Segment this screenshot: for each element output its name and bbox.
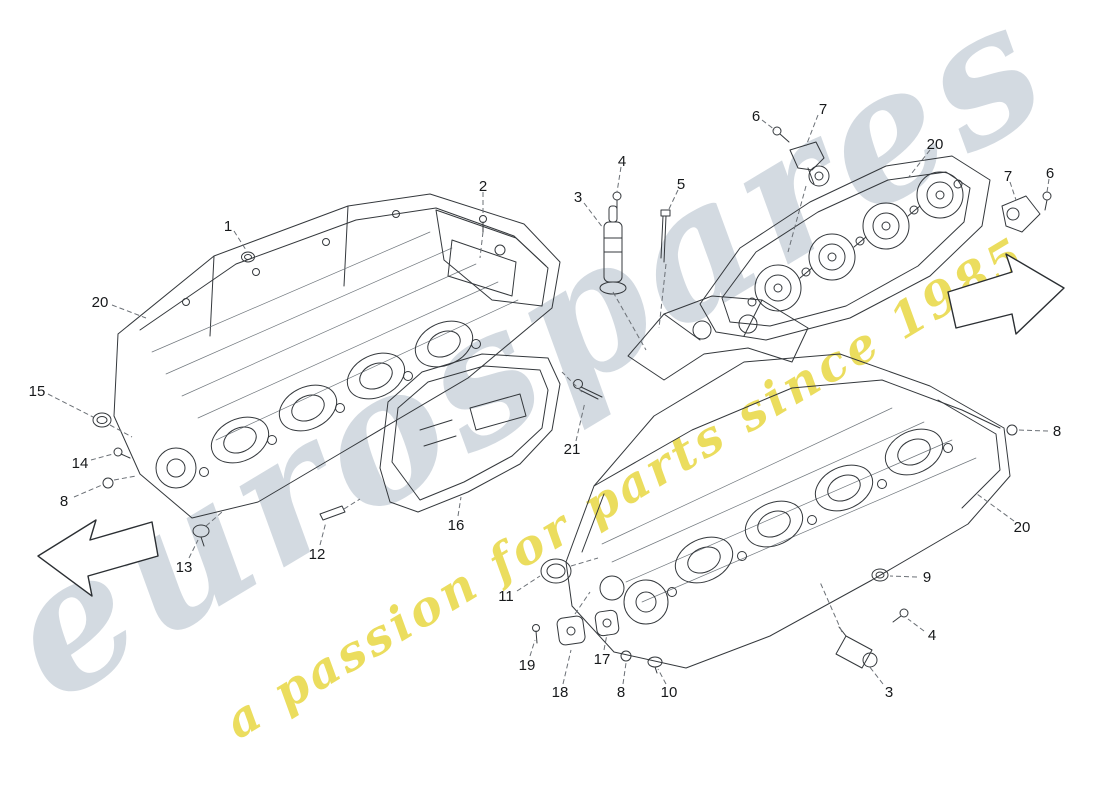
callout-8-27[interactable]: 8 [1053,423,1061,440]
part-plate-18 [556,615,586,646]
leader-line-7-8 [1009,181,1017,201]
baffle-plate-drawing [379,353,561,513]
callout-4-3[interactable]: 4 [618,153,626,170]
leader-line-20-10 [111,304,147,319]
part-bolt-6-right [1042,191,1052,211]
leader-line-20-7 [907,149,931,179]
callout-8-22[interactable]: 8 [617,684,625,701]
callout-20-7[interactable]: 20 [927,136,944,153]
leader-line-3-26 [868,665,884,685]
leader-line-8-27 [1017,429,1049,432]
callout-5-4[interactable]: 5 [677,176,685,193]
leader-line-7-6 [805,114,819,147]
part-oring-1 [241,251,255,263]
callout-14-12[interactable]: 14 [72,455,89,472]
part-sensor-3-left [599,205,627,295]
leader-line-5-4 [668,189,679,210]
leader-line-17-21 [603,633,608,651]
callout-6-5[interactable]: 6 [752,108,760,125]
part-plug-10 [647,656,663,674]
leader-line-16-16 [457,496,462,517]
callout-6-9[interactable]: 6 [1046,165,1054,182]
part-sensor-7-top [789,141,830,187]
leader-line-10-23 [657,668,667,685]
direction-arrow-left [37,519,159,597]
callout-20-10[interactable]: 20 [92,294,109,311]
leader-line-4-3 [616,166,622,193]
callout-12-15[interactable]: 12 [309,546,326,563]
camshaft-frame-drawing [699,155,991,341]
leader-line-8-13 [73,484,103,498]
leader-line-12-15 [319,521,327,546]
leader-line-6-9 [1046,178,1050,193]
leader-line-8-22 [622,662,627,685]
part-nut-8-mid [620,650,632,662]
callout-18-20[interactable]: 18 [552,684,569,701]
callout-4-25[interactable]: 4 [928,627,936,644]
part-nut-8-right [1006,424,1018,436]
part-bolt-4-right [892,608,909,623]
leader-line-14-12 [90,453,114,461]
part-bolt-6-top [772,126,790,143]
callout-16-16[interactable]: 16 [448,517,465,534]
callout-21-17[interactable]: 21 [564,441,581,458]
leader-line-15-11 [47,393,94,418]
leader-line-19-19 [529,639,536,657]
leader-line-4-25 [907,618,925,632]
part-gasket-17 [594,609,620,637]
small-parts [92,126,1052,674]
leader-line-3-2 [583,202,604,229]
leader-line-13-14 [188,539,199,559]
cylinder-head-left-drawing [113,193,561,519]
leader-line-6-5 [761,119,776,131]
part-bolt-2 [479,215,487,233]
cylinder-head-right-drawing [565,353,1011,669]
callout-10-23[interactable]: 10 [661,684,678,701]
part-bolt-5 [660,209,671,263]
part-sensor-7-right [1001,195,1041,233]
leader-line-18-20 [562,649,572,685]
callout-15-11[interactable]: 15 [29,383,46,400]
part-cap-11 [540,558,572,584]
callout-17-21[interactable]: 17 [594,651,611,668]
callout-11-18[interactable]: 11 [498,588,514,605]
part-bolt-19 [532,624,540,644]
part-plug-9 [871,568,889,582]
part-plug-13 [192,524,210,547]
part-bolt-14 [113,447,131,459]
callout-9-24[interactable]: 9 [923,569,931,586]
leader-line-21-17 [575,401,586,442]
callout-7-8[interactable]: 7 [1004,168,1012,185]
leader-line-11-18 [516,575,541,592]
part-oring-15 [92,412,112,428]
watermark: eurospares a passion for parts since 198… [0,0,1083,750]
callout-3-26[interactable]: 3 [885,684,893,701]
middle-bracket-drawing [627,295,809,381]
part-sensor-3-right [835,626,878,669]
part-pin-12 [319,505,346,521]
callout-3-2[interactable]: 3 [574,189,582,206]
callout-13-14[interactable]: 13 [176,559,193,576]
callout-8-13[interactable]: 8 [60,493,68,510]
leader-line-1-0 [233,230,247,251]
callout-7-6[interactable]: 7 [819,101,827,118]
callout-2-1[interactable]: 2 [479,178,487,195]
direction-arrow-right [947,253,1065,335]
callout-20-28[interactable]: 20 [1014,519,1031,536]
callout-1-0[interactable]: 1 [224,218,232,235]
leader-line-9-24 [889,575,918,578]
callout-19-19[interactable]: 19 [519,657,536,674]
construction-lines [109,185,843,633]
watermark-brand: eurospares [0,0,1083,741]
part-nut-8-left [102,477,114,489]
